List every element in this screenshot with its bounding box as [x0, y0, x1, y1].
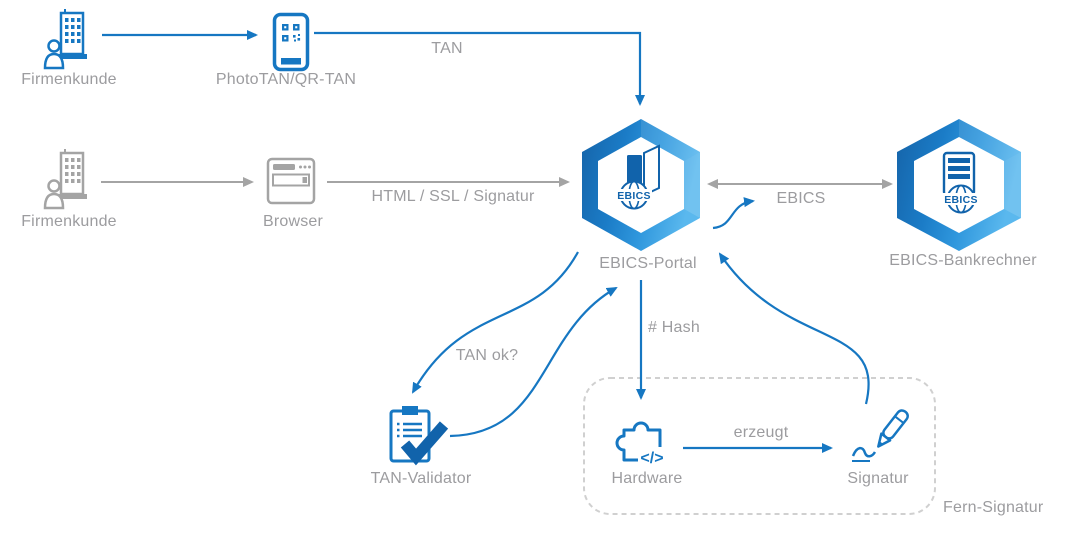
arrow-signatur-to-portal [718, 252, 870, 405]
phototan-label: PhotoTAN/QR-TAN [215, 71, 357, 88]
edge-label-ebics: EBICS [776, 190, 826, 207]
arrow-validator-to-portal [449, 287, 618, 438]
firmenkunde-mid-icon [43, 148, 96, 210]
ebics-portal-icon-text: EBICS [617, 190, 651, 202]
ebics-bankrechner-hexagon-icon: EBICS [897, 119, 1021, 251]
ebics-bankrechner-icon-text: EBICS [944, 194, 978, 206]
ebics-bankrechner-node: EBICS [897, 119, 1021, 251]
browser-label: Browser [262, 213, 324, 230]
edge-label-html-ssl-signatur: HTML / SSL / Signatur [371, 188, 535, 205]
ebics-portal-node: EBICS [582, 119, 700, 251]
signatur-label: Signatur [847, 470, 909, 487]
phototan-icon [272, 12, 310, 72]
ebics-bankrechner-label: EBICS-Bankrechner [889, 252, 1037, 269]
edge-label-hash: # Hash [648, 319, 700, 336]
arrow-portal-tanok-to-validator [412, 251, 579, 394]
tan-validator-label: TAN-Validator [370, 470, 472, 487]
browser-icon-node [266, 157, 316, 205]
hardware-label: Hardware [611, 470, 683, 487]
firmenkunde-top-icon [43, 8, 96, 70]
tan-validator-node [387, 403, 449, 466]
ebics-portal-hexagon-icon: EBICS [582, 119, 700, 251]
signatur-node [849, 404, 909, 466]
fern-signatur-group-box [583, 377, 936, 515]
edge-label-tan-ok: TAN ok? [455, 347, 519, 364]
firmenkunde-mid-label: Firmenkunde [21, 213, 117, 230]
puzzle-code-icon: </> [615, 421, 666, 467]
hardware-node: </> [614, 408, 676, 468]
person-building-icon [43, 149, 87, 210]
ebics-portal-label: EBICS-Portal [599, 255, 697, 272]
arrow-portal-to-ebics-label [712, 197, 755, 230]
clipboard-check-icon [389, 406, 449, 466]
arrow-phototan-tan-to-portal [314, 31, 645, 106]
browser-window-icon [266, 157, 316, 205]
pencil-signature-icon [851, 409, 909, 462]
fern-signatur-group-label: Fern-Signatur [943, 499, 1044, 516]
firmenkunde-top-label: Firmenkunde [21, 71, 117, 88]
person-building-icon [43, 9, 87, 70]
qr-phone-icon [272, 12, 310, 72]
edge-label-tan: TAN [431, 40, 463, 57]
hardware-code-glyph: </> [640, 450, 663, 467]
edge-label-erzeugt: erzeugt [733, 424, 789, 441]
